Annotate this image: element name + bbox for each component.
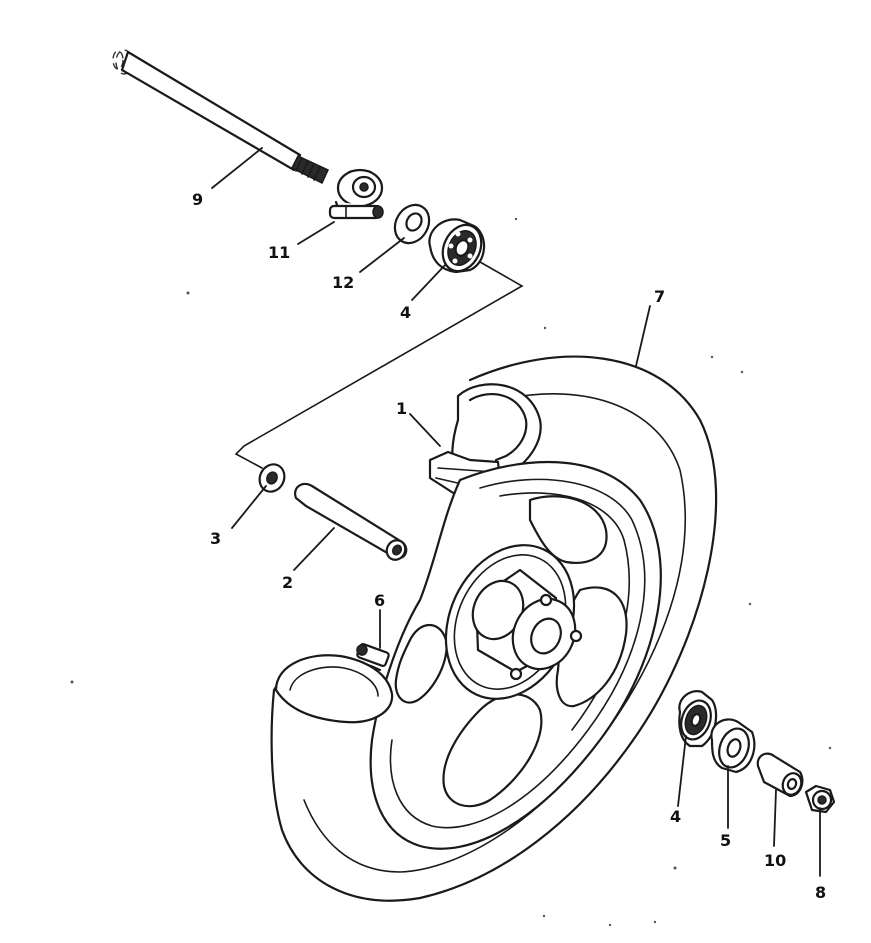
callout-11: 11 (268, 243, 290, 262)
speedometer-gear-unit (328, 168, 384, 220)
spacer-tube (294, 482, 408, 561)
callout-labels: 9 11 12 4 7 1 3 2 6 4 5 10 8 (192, 190, 826, 902)
wheel-bearing-lower (678, 690, 718, 748)
callout-1: 1 (396, 399, 407, 418)
callout-4-upper: 4 (400, 303, 411, 322)
axle-collar-washer (393, 203, 431, 245)
callout-6: 6 (374, 591, 385, 610)
callout-8: 8 (815, 883, 826, 902)
axle-nut (804, 784, 836, 814)
wheel-hub (444, 544, 583, 700)
callout-3: 3 (210, 529, 221, 548)
tire-cross-section (274, 654, 394, 724)
wheel-bearing-upper (428, 218, 486, 274)
callout-7: 7 (654, 287, 665, 306)
callout-2: 2 (282, 573, 293, 592)
callout-9: 9 (192, 190, 203, 209)
callout-10: 10 (764, 851, 786, 870)
leader-lines (211, 147, 821, 877)
front-axle (112, 49, 329, 185)
collar (710, 718, 756, 774)
callout-5: 5 (720, 831, 731, 850)
assembly-line (234, 261, 524, 469)
oil-seal (258, 463, 286, 493)
axle-spacer (756, 752, 804, 798)
scan-specks (70, 217, 832, 927)
callout-4-lower: 4 (670, 807, 681, 826)
callout-12: 12 (332, 273, 354, 292)
